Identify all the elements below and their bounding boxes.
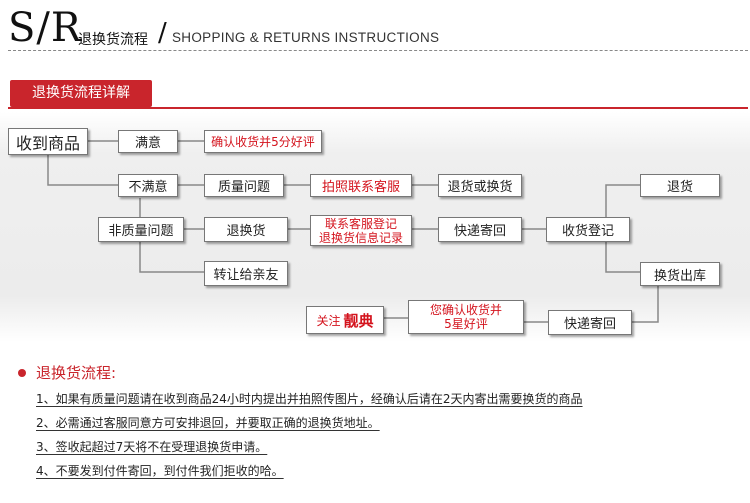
box-exchange-out: 换货出库	[640, 262, 720, 286]
box-follow: 关注 靓典	[306, 306, 384, 334]
box-transfer-friend: 转让给亲友	[204, 261, 288, 286]
note-item-4: 4、不要发到付件寄回，到付件我们拒收的哈。	[36, 464, 284, 478]
box-please-confirm-line2: 5星好评	[444, 317, 488, 331]
box-express-return-2: 快递寄回	[548, 310, 632, 335]
note-item-2: 2、必需通过客服同意方可安排退回，并要取正确的退换货地址。	[36, 416, 380, 430]
logo-text: S/R	[8, 5, 82, 51]
notes-title: 退换货流程:	[36, 364, 117, 382]
box-contact-register: 联系客服登记 退换货信息记录	[310, 215, 412, 246]
box-quality-issue: 质量问题	[204, 174, 284, 197]
box-return: 退货	[640, 174, 720, 197]
box-satisfied: 满意	[118, 130, 178, 153]
section-tab: 退换货流程详解	[10, 80, 152, 107]
box-received: 收到商品	[8, 128, 88, 155]
box-contact-register-line2: 退换货信息记录	[318, 230, 403, 245]
header-title-en: SHOPPING & RETURNS INSTRUCTIONS	[172, 30, 440, 45]
box-receive-register: 收货登记	[546, 217, 630, 242]
box-express-return-1: 快递寄回	[438, 217, 522, 242]
follow-brand: 靓典	[343, 311, 374, 330]
notes-bullet-icon	[18, 369, 26, 377]
box-non-quality: 非质量问题	[98, 217, 184, 242]
box-please-confirm-line1: 您确认收货并	[429, 303, 502, 317]
header-divider	[8, 50, 748, 51]
follow-label: 关注	[316, 313, 341, 328]
box-photo-contact: 拍照联系客服	[310, 174, 412, 197]
section-divider	[8, 107, 748, 109]
note-item-1: 1、如果有质量问题请在收到商品24小时内提出并拍照传图片，经确认后请在2天内寄出…	[36, 392, 583, 406]
box-contact-register-line1: 联系客服登记	[324, 216, 397, 231]
box-return-or-exchange: 退货或换货	[438, 174, 522, 197]
box-unsatisfied: 不满意	[118, 174, 178, 197]
box-please-confirm: 您确认收货并 5星好评	[408, 300, 524, 334]
header-title-cn: 退换货流程	[78, 32, 148, 48]
note-item-3: 3、签收起超过7天将不在受理退换货申请。	[36, 440, 268, 454]
header-slash: /	[158, 18, 167, 48]
box-confirm-review: 确认收货并5分好评	[204, 130, 322, 153]
box-return-exchange: 退换货	[204, 217, 288, 242]
